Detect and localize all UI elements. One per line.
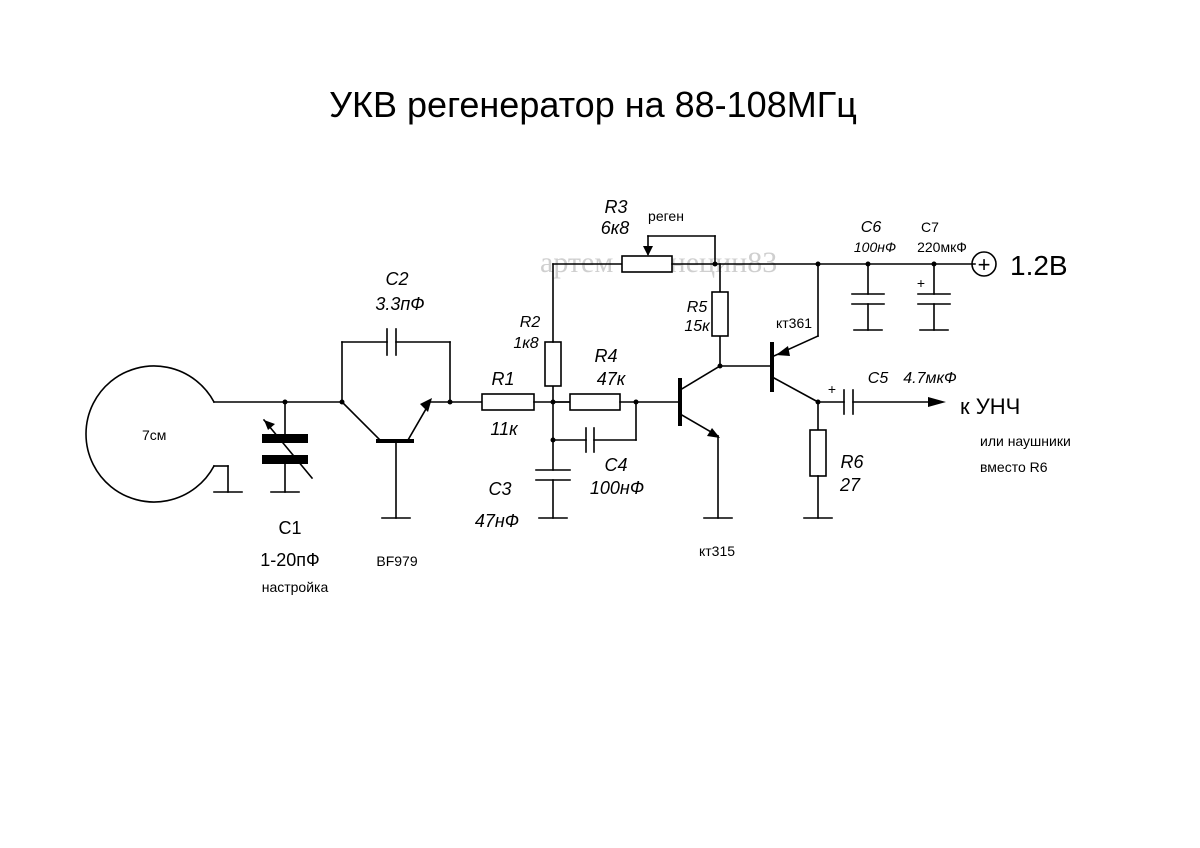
- loop-size-label: 7см: [142, 427, 166, 443]
- transistor-q1: BF979: [340, 398, 483, 569]
- capacitor-c3: C3 47нФ: [475, 401, 571, 531]
- r4-value: 47к: [597, 369, 627, 389]
- c4-value: 100нФ: [590, 478, 644, 498]
- c7-polarity: +: [917, 275, 925, 291]
- c5-polarity: +: [828, 381, 836, 397]
- c3-name: C3: [488, 479, 511, 499]
- r2-value: 1к8: [513, 335, 538, 352]
- power-voltage: 1.2В: [1010, 250, 1068, 281]
- transistor-q3: кт361: [719, 261, 845, 405]
- c2-value: 3.3пФ: [375, 294, 424, 314]
- r3-value: 6к8: [601, 218, 630, 238]
- loop-antenna: 7см: [85, 365, 341, 503]
- c1-name: C1: [278, 518, 301, 538]
- r5-name: R5: [687, 299, 708, 316]
- c6-name: C6: [861, 219, 882, 236]
- page-title: УКВ регенератор на 88-108МГц: [329, 84, 857, 125]
- resistor-r5: R5 15к: [684, 263, 729, 369]
- transistor-q2: кт315: [678, 335, 735, 559]
- c1-value: 1-20пФ: [260, 550, 319, 570]
- resistor-r1: R1 11к: [481, 369, 571, 439]
- output-labels: к УНЧ или наушники вместо R6: [960, 394, 1071, 475]
- resistor-r4: R4 47к: [552, 346, 679, 411]
- c5-name: C5: [868, 370, 889, 387]
- r1-value: 11к: [490, 419, 519, 439]
- power-plus-symbol: +: [978, 252, 991, 277]
- output-note-line1: или наушники: [980, 433, 1071, 449]
- c5-value: 4.7мкФ: [903, 370, 957, 387]
- q3-name: кт361: [776, 315, 812, 331]
- power-terminal: + 1.2В: [971, 250, 1068, 281]
- c4-name: C4: [604, 455, 627, 475]
- c7-name: C7: [921, 219, 939, 235]
- potentiometer-r3: R3 6к8 реген: [552, 197, 976, 273]
- q1-name: BF979: [376, 553, 417, 569]
- c1-note: настройка: [262, 579, 329, 595]
- r5-value: 15к: [684, 318, 711, 335]
- r6-name: R6: [840, 452, 864, 472]
- output-note-line2: вместо R6: [980, 459, 1048, 475]
- capacitor-c6: C6 100нФ: [851, 219, 896, 331]
- q2-name: кт315: [699, 543, 735, 559]
- r3-note: реген: [648, 208, 684, 224]
- c2-name: C2: [385, 269, 408, 289]
- output-label: к УНЧ: [960, 394, 1020, 419]
- r4-name: R4: [594, 346, 617, 366]
- resistor-r6: R6 27: [803, 401, 864, 519]
- capacitor-c7: + C7 220мкФ: [917, 219, 967, 331]
- c6-value: 100нФ: [854, 239, 896, 255]
- r1-name: R1: [491, 369, 514, 389]
- resistor-r2: R2 1к8: [513, 263, 562, 403]
- r6-value: 27: [839, 475, 861, 495]
- capacitor-c2: C2 3.3пФ: [339, 269, 451, 405]
- capacitor-c1: C1 1-20пФ настройка: [260, 399, 329, 595]
- r2-name: R2: [520, 314, 541, 331]
- capacitor-c4: C4 100нФ: [550, 401, 644, 498]
- capacitor-c5: + C5 4.7мкФ: [828, 370, 957, 415]
- c3-value: 47нФ: [475, 511, 519, 531]
- r3-name: R3: [604, 197, 627, 217]
- c7-value: 220мкФ: [917, 239, 967, 255]
